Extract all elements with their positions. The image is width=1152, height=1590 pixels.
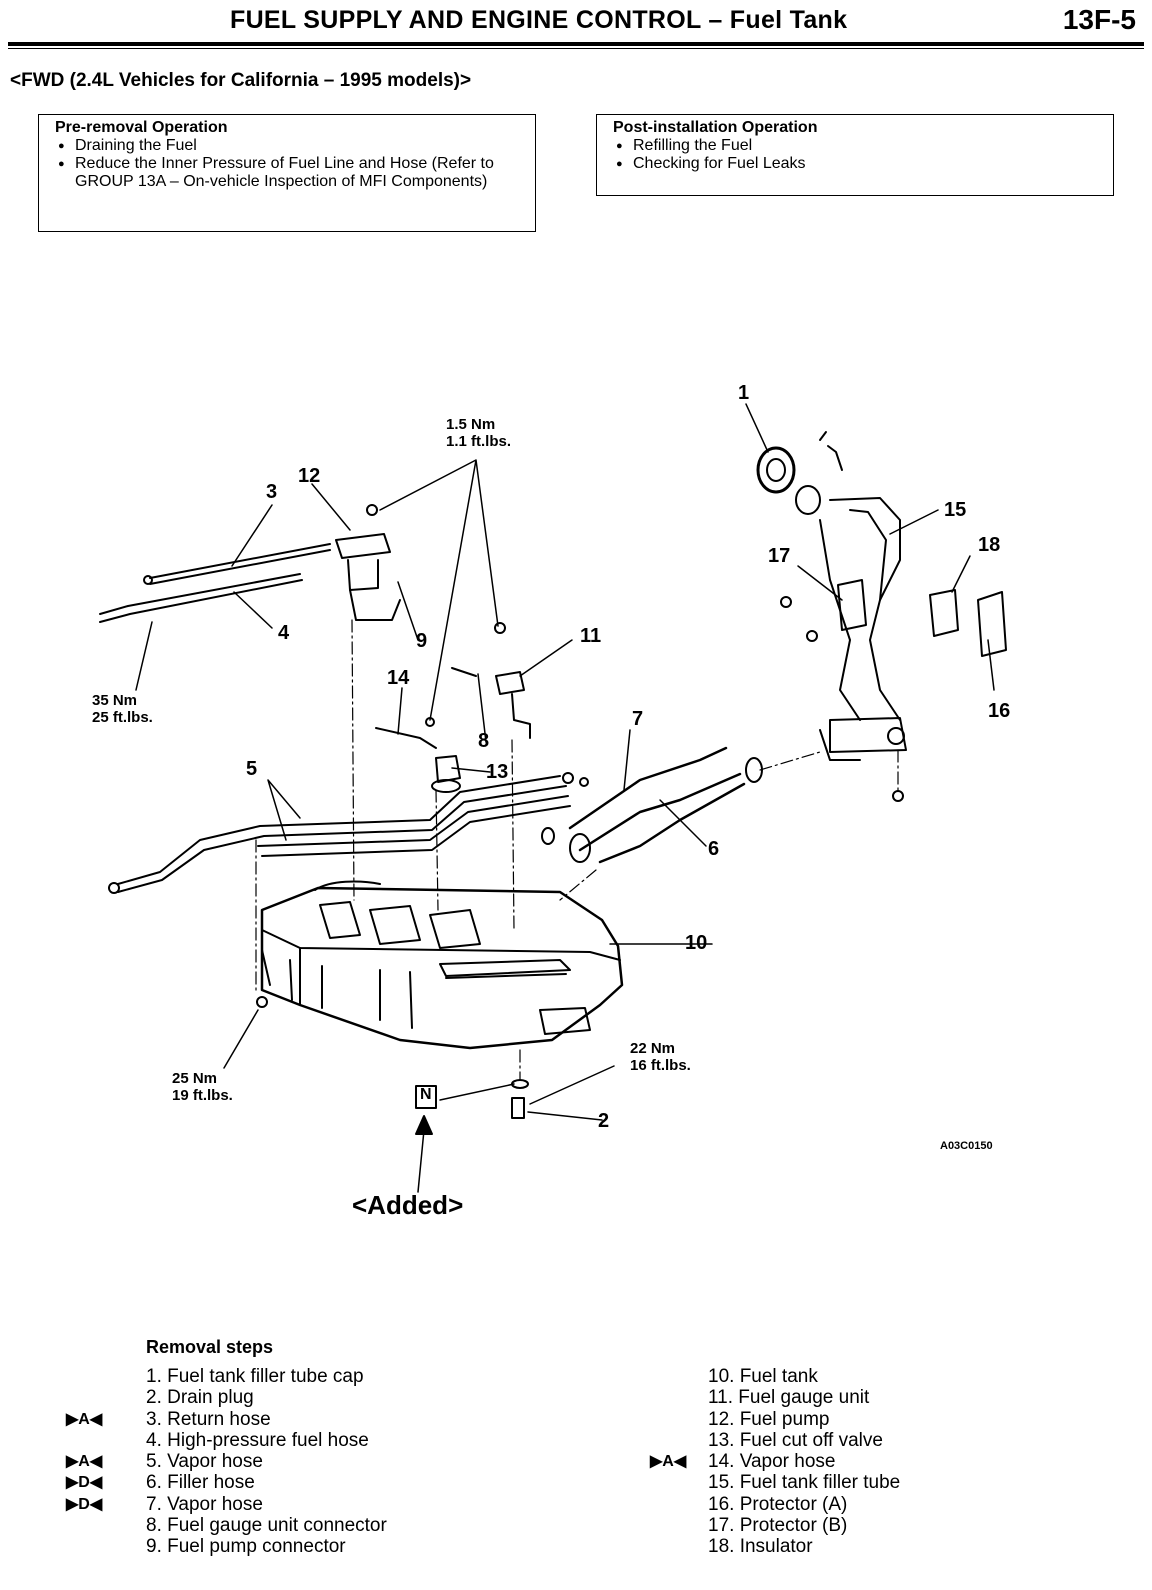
torque-nm: 1.5 Nm [446, 416, 496, 433]
removal-step: 12. Fuel pump [708, 1408, 830, 1430]
removal-step: 10. Fuel tank [708, 1366, 818, 1387]
torque-spec: 1.5 Nm 1.1 ft.lbs. [446, 416, 511, 450]
post-installation-item: Refilling the Fuel [613, 137, 1105, 155]
part-label-5: 5 [246, 758, 258, 780]
part-label-15: 15 [944, 499, 967, 521]
torque-ftlbs: 1.1 ft.lbs. [446, 433, 512, 450]
removal-step: ▶A◀3. Return hose [66, 1408, 271, 1430]
post-installation-box: Post-installation Operation Refilling th… [596, 114, 1114, 196]
removal-step: 17. Protector (B) [708, 1515, 848, 1537]
torque-spec: 25 Nm 19 ft.lbs. [172, 1070, 233, 1104]
protectors-drawing [780, 579, 1007, 657]
fuel-tank-drawing [260, 880, 624, 1050]
removal-steps-title: Removal steps [146, 1337, 274, 1357]
torque-ftlbs: 19 ft.lbs. [172, 1087, 233, 1104]
service-mark: ▶D◀ [66, 1474, 103, 1492]
removal-step: 16. Protector (A) [708, 1493, 848, 1515]
figure-code: A03C0150 [940, 1140, 993, 1152]
removal-step: 13. Fuel cut off valve [708, 1429, 883, 1451]
part-label-3: 3 [266, 481, 278, 503]
torque-nm: 25 Nm [172, 1070, 218, 1087]
page-header-title: FUEL SUPPLY AND ENGINE CONTROL – Fuel Ta… [230, 6, 848, 34]
part-label-9: 9 [416, 630, 428, 652]
post-installation-item: Checking for Fuel Leaks [613, 155, 1105, 173]
added-label: <Added> [352, 1190, 464, 1220]
service-mark: ▶A◀ [66, 1453, 103, 1471]
pre-removal-item: Draining the Fuel [55, 137, 527, 155]
service-mark: ▶D◀ [66, 1495, 103, 1513]
vapor-hose-lines [108, 772, 589, 894]
fuel-pump-drawing [99, 504, 506, 727]
removal-step: ▶A◀5. Vapor hose [66, 1451, 263, 1473]
torque-nm: 22 Nm [630, 1040, 676, 1057]
pre-removal-box: Pre-removal Operation Draining the Fuel … [38, 114, 536, 232]
part-label-12: 12 [298, 465, 321, 487]
part-label-7: 7 [632, 708, 644, 730]
gauge-unit-drawing [375, 667, 531, 793]
part-label-13: 13 [486, 761, 509, 783]
removal-step: 15. Fuel tank filler tube [708, 1472, 901, 1494]
part-label-18: 18 [978, 534, 1001, 556]
header-rule-thin [8, 48, 1144, 49]
page-number: 13F-5 [1062, 4, 1136, 35]
removal-steps-right: 10. Fuel tank 11. Fuel gauge unit 12. Fu… [650, 1366, 901, 1558]
section-subtitle: <FWD (2.4L Vehicles for California – 199… [10, 70, 472, 91]
part-label-14: 14 [387, 667, 410, 689]
torque-spec: 22 Nm 16 ft.lbs. [630, 1040, 691, 1074]
added-marker-letter: N [420, 1086, 432, 1103]
removal-step: 9. Fuel pump connector [146, 1536, 346, 1558]
removal-step: 2. Drain plug [146, 1387, 254, 1409]
removal-step: 18. Insulator [708, 1536, 813, 1558]
filler-tube-drawing [756, 431, 907, 761]
leader-lines [135, 403, 995, 1193]
part-label-1: 1 [738, 382, 750, 404]
part-label-10: 10 [685, 932, 708, 954]
torque-spec: 35 Nm 25 ft.lbs. [92, 692, 153, 726]
added-marker-box [415, 1085, 437, 1109]
added-arrow [415, 1115, 433, 1135]
filler-hoses-drawing [541, 746, 763, 864]
removal-step: ▶D◀7. Vapor hose [66, 1493, 263, 1515]
removal-step: 8. Fuel gauge unit connector [146, 1515, 387, 1537]
torque-ftlbs: 16 ft.lbs. [630, 1057, 691, 1074]
torque-ftlbs: 25 ft.lbs. [92, 709, 153, 726]
post-installation-list: Refilling the Fuel Checking for Fuel Lea… [613, 137, 1105, 173]
pre-removal-item: Reduce the Inner Pressure of Fuel Line a… [55, 155, 527, 191]
pre-removal-list: Draining the Fuel Reduce the Inner Press… [55, 137, 527, 191]
removal-step: ▶A◀14. Vapor hose [650, 1451, 836, 1473]
removal-steps-left: 1. Fuel tank filler tube cap 2. Drain pl… [66, 1366, 387, 1558]
removal-step: 1. Fuel tank filler tube cap [146, 1366, 364, 1387]
torque-nm: 35 Nm [92, 692, 138, 709]
part-label-11: 11 [580, 625, 602, 647]
part-label-2: 2 [598, 1110, 610, 1132]
removal-step: 11. Fuel gauge unit [708, 1387, 870, 1409]
part-label-16: 16 [988, 700, 1011, 722]
part-label-8: 8 [478, 730, 490, 752]
header-rule [8, 42, 1144, 46]
alignment-lines [255, 619, 899, 1081]
part-label-17: 17 [768, 545, 791, 567]
drain-plug-drawing [256, 790, 904, 1119]
removal-step: ▶D◀6. Filler hose [66, 1472, 255, 1494]
post-installation-title: Post-installation Operation [613, 119, 818, 136]
service-mark: ▶A◀ [650, 1453, 687, 1471]
pre-removal-title: Pre-removal Operation [55, 119, 228, 136]
part-label-6: 6 [708, 838, 720, 860]
service-mark: ▶A◀ [66, 1410, 103, 1428]
removal-step: 4. High-pressure fuel hose [146, 1429, 369, 1451]
part-label-4: 4 [278, 622, 290, 644]
fuel-tank-exploded-diagram [99, 403, 1007, 1193]
